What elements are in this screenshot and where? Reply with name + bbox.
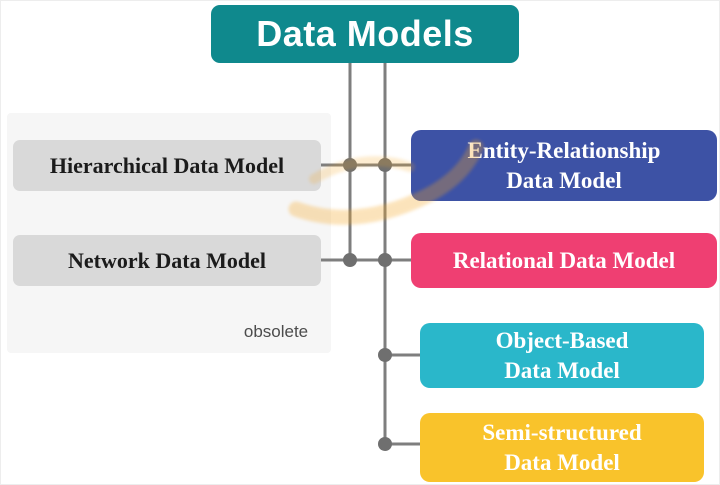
node-hierarchical-label: Hierarchical Data Model (49, 152, 285, 178)
node-network-label: Network Data Model (68, 247, 266, 273)
node-label-line: Entity-Relationship (467, 138, 661, 164)
junction-dot (343, 253, 357, 267)
junction-dot (378, 437, 392, 451)
node-label-line: Relational Data Model (452, 247, 676, 273)
node-object-based: Object-Based Data Model (420, 323, 704, 388)
node-label-line: Data Model (504, 357, 620, 383)
node-label-line: Semi-structured (482, 420, 642, 446)
junction-dot (378, 253, 392, 267)
node-label-line: Data Model (506, 167, 622, 193)
node-relational: Relational Data Model (411, 233, 717, 288)
node-hierarchical: Hierarchical Data Model (13, 140, 321, 191)
title-box: Data Models (211, 5, 519, 63)
obsolete-label: obsolete (243, 322, 309, 341)
junction-dot (378, 348, 392, 362)
junction-dot (343, 158, 357, 172)
node-entity-relationship: Entity-Relationship Data Model (411, 130, 717, 201)
junction-dot (378, 158, 392, 172)
diagram-title: Data Models (256, 13, 474, 54)
node-semi-structured: Semi-structured Data Model (420, 413, 704, 482)
node-network: Network Data Model (13, 235, 321, 286)
node-label-line: Object-Based (495, 328, 629, 354)
node-label-line: Data Model (504, 449, 620, 475)
